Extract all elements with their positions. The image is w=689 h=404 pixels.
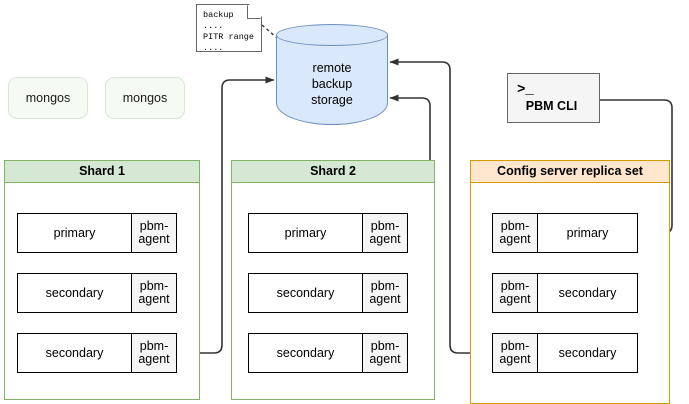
member-role: secondary	[538, 274, 637, 312]
member-role: primary	[18, 214, 131, 252]
pbm-agent-line-1: pbm-	[139, 219, 169, 233]
pbm-agent-cell: pbm- agent	[493, 274, 538, 312]
member-role: secondary	[538, 334, 637, 372]
pbm-cli-label: PBM CLI	[525, 98, 578, 113]
pbm-agent-cell: pbm- agent	[131, 334, 176, 372]
mongos-label: mongos	[122, 91, 168, 105]
cylinder-top-ellipse	[276, 24, 388, 46]
member-shard1-secondary-1: secondary pbm- agent	[17, 273, 177, 313]
pbm-agent-line-2: agent	[369, 232, 401, 246]
pbm-agent-cell: pbm- agent	[131, 214, 176, 252]
pbm-agent-line-1: pbm-	[139, 339, 169, 353]
pbm-agent-line-2: agent	[369, 292, 401, 306]
group-header-shard-1: Shard 1	[5, 161, 199, 183]
pbm-agent-line-2: agent	[499, 232, 531, 246]
member-role: primary	[538, 214, 637, 252]
pbm-agent-line-1: pbm-	[500, 339, 530, 353]
storage-label-line-3: storage	[311, 93, 353, 107]
member-role: secondary	[249, 274, 362, 312]
pbm-cli-box[interactable]: >_ PBM CLI	[507, 73, 600, 123]
note-line-1: backup	[203, 10, 234, 20]
remote-backup-storage: remote backup storage	[276, 24, 388, 136]
pbm-agent-line-1: pbm-	[500, 279, 530, 293]
pbm-agent-cell: pbm- agent	[362, 334, 407, 372]
member-shard2-secondary-1: secondary pbm- agent	[248, 273, 408, 313]
pbm-agent-line-2: agent	[138, 352, 170, 366]
pbm-agent-cell: pbm- agent	[362, 214, 407, 252]
member-shard1-primary: primary pbm- agent	[17, 213, 177, 253]
pbm-agent-line-2: agent	[369, 352, 401, 366]
member-configserver-primary: primary pbm- agent	[492, 213, 638, 253]
note-line-3: PITR range	[203, 32, 255, 42]
storage-label-line-1: remote	[312, 61, 352, 75]
pbm-agent-line-2: agent	[499, 292, 531, 306]
member-role: secondary	[18, 334, 131, 372]
pbm-agent-line-2: agent	[138, 292, 170, 306]
group-header-shard-2: Shard 2	[232, 161, 434, 183]
note-fold-corner	[247, 5, 261, 19]
pbm-agent-line-1: pbm-	[139, 279, 169, 293]
backup-note: backup .... PITR range ....	[196, 4, 262, 52]
member-configserver-secondary-2: secondary pbm- agent	[492, 333, 638, 373]
note-line-4: ....	[203, 43, 224, 53]
mongos-label: mongos	[25, 91, 71, 105]
pbm-agent-cell: pbm- agent	[362, 274, 407, 312]
member-shard2-primary: primary pbm- agent	[248, 213, 408, 253]
storage-label: remote backup storage	[276, 60, 388, 108]
member-configserver-secondary-1: secondary pbm- agent	[492, 273, 638, 313]
mongos-router-2: mongos	[105, 77, 185, 119]
storage-label-line-2: backup	[311, 77, 353, 91]
member-shard1-secondary-2: secondary pbm- agent	[17, 333, 177, 373]
pbm-agent-cell: pbm- agent	[131, 274, 176, 312]
pbm-agent-line-1: pbm-	[500, 219, 530, 233]
group-header-config-server: Config server replica set	[471, 161, 669, 183]
member-role: secondary	[249, 334, 362, 372]
mongos-router-1: mongos	[8, 77, 88, 119]
note-line-2: ....	[203, 21, 224, 31]
terminal-prompt-icon: >_	[517, 81, 534, 98]
pbm-agent-cell: pbm- agent	[493, 334, 538, 372]
pbm-agent-line-2: agent	[499, 352, 531, 366]
member-shard2-secondary-2: secondary pbm- agent	[248, 333, 408, 373]
pbm-agent-line-2: agent	[138, 232, 170, 246]
pbm-agent-cell: pbm- agent	[493, 214, 538, 252]
member-role: primary	[249, 214, 362, 252]
member-role: secondary	[18, 274, 131, 312]
